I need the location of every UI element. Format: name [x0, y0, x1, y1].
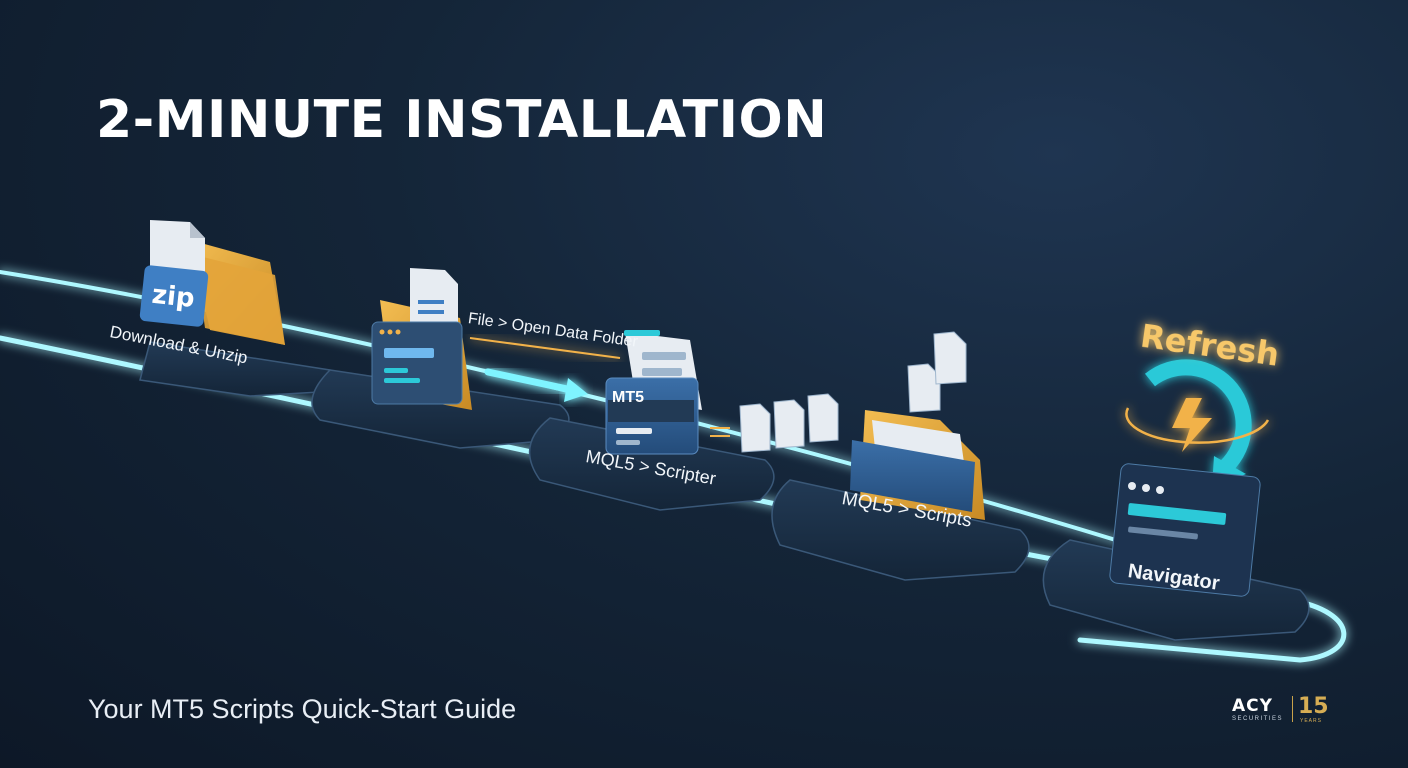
navigator-window-icon	[1109, 463, 1261, 597]
mt5-window-icon: MT5	[605, 330, 702, 455]
logo-brand: ACY	[1232, 696, 1273, 716]
arrow-icon	[469, 337, 730, 437]
logo-sub: SECURITIES	[1232, 716, 1284, 722]
scripts-folder-icon	[850, 410, 985, 520]
mt5-badge: MT5	[612, 389, 644, 406]
logo-divider	[1292, 696, 1293, 722]
platform-3	[528, 417, 775, 511]
logo-years: 15	[1298, 694, 1329, 719]
page-title: 2-MINUTE INSTALLATION	[96, 90, 828, 150]
platform-4	[771, 479, 1030, 581]
data-folder-icon	[371, 268, 472, 410]
logo-years-label: YEARS	[1300, 718, 1322, 724]
zip-folder-icon: zip	[139, 220, 285, 345]
acy-logo: ACY SECURITIES 15 YEARS	[1232, 694, 1329, 728]
platform-5	[1042, 539, 1310, 641]
zip-badge: zip	[150, 280, 196, 314]
subtitle: Your MT5 Scripts Quick-Start Guide	[88, 694, 517, 724]
document-icons	[739, 331, 967, 453]
step-platforms	[139, 341, 1310, 641]
